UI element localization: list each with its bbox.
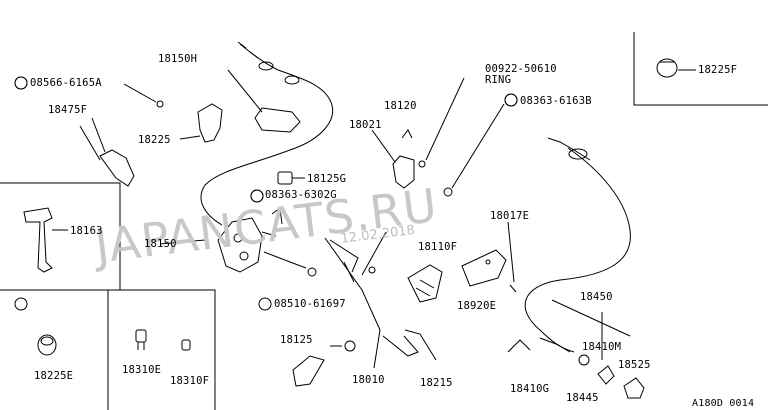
label-18120[interactable]: 18120 — [384, 100, 417, 112]
bracket-18920E — [461, 221, 517, 293]
label-18150[interactable]: 18150 — [144, 238, 177, 250]
label-00922-50610[interactable]: 00922-50610 — [485, 63, 557, 75]
inset-frames — [0, 32, 768, 410]
label-18475F[interactable]: 18475F — [48, 104, 88, 116]
label-18125[interactable]: 18125 — [280, 334, 313, 346]
bracket-18225 — [179, 103, 223, 143]
label-18410G[interactable]: 18410G — [510, 383, 550, 395]
label-18525[interactable]: 18525 — [618, 359, 651, 371]
label-18310F[interactable]: 18310F — [170, 375, 210, 387]
label-08363-6163B[interactable]: 08363-6163B — [520, 95, 592, 107]
clamp-18475F — [79, 117, 135, 187]
s-circles — [14, 76, 518, 311]
label-18920E[interactable]: 18920E — [457, 300, 497, 312]
bracket-18163 — [23, 207, 68, 273]
label-18021[interactable]: 18021 — [349, 119, 382, 131]
throttle-mechanism — [217, 217, 317, 277]
diagram-code: A180D 0014 — [692, 398, 755, 409]
label-18225E[interactable]: 18225E — [34, 370, 74, 382]
label-ring: RING — [485, 74, 512, 86]
label-08510-61697[interactable]: 08510-61697 — [274, 298, 346, 310]
pedal-pad-18125 — [14, 297, 325, 387]
label-18110F[interactable]: 18110F — [418, 241, 458, 253]
label-08363-6302G[interactable]: 08363-6302G — [265, 189, 337, 201]
label-18225F[interactable]: 18225F — [698, 64, 738, 76]
cable-18150 — [159, 41, 334, 245]
bracket-18150H — [227, 69, 301, 133]
label-18310E[interactable]: 18310E — [122, 364, 162, 376]
label-08566-6165A[interactable]: 08566-6165A — [30, 77, 102, 89]
label-18215[interactable]: 18215 — [420, 377, 453, 389]
label-18017E[interactable]: 18017E — [490, 210, 530, 222]
grommets — [37, 329, 191, 356]
pad-18110F — [407, 264, 443, 303]
bracket-18021 — [371, 77, 518, 197]
label-18445[interactable]: 18445 — [566, 392, 599, 404]
label-18450[interactable]: 18450 — [580, 291, 613, 303]
cable-18450 — [507, 137, 645, 399]
label-18163[interactable]: 18163 — [70, 225, 103, 237]
grommet-18225F — [656, 58, 696, 78]
label-18410M[interactable]: 18410M — [582, 341, 622, 353]
label-18010[interactable]: 18010 — [352, 374, 385, 386]
accelerator-pedal — [324, 231, 437, 369]
label-18225[interactable]: 18225 — [138, 134, 171, 146]
label-18150H[interactable]: 18150H — [158, 53, 198, 65]
label-18125G[interactable]: 18125G — [307, 173, 347, 185]
